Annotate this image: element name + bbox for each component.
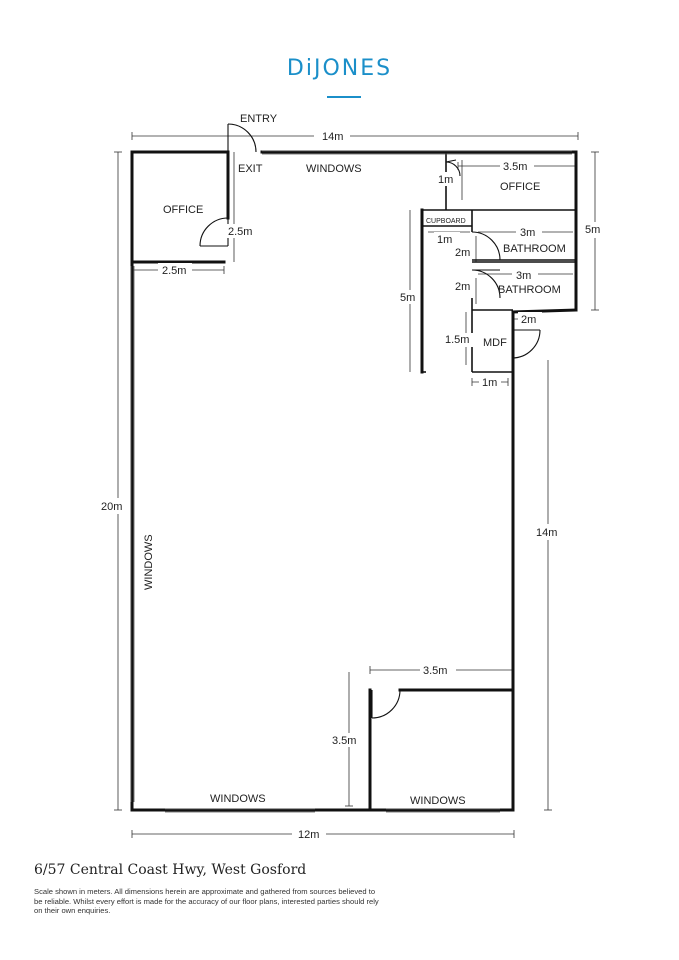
windows [130, 150, 572, 813]
dim-right-upper-height: 5m [585, 224, 600, 236]
dim-cupboard-width: 1m [437, 234, 452, 246]
dim-mdf-width: 2m [521, 314, 536, 326]
exit-label: EXIT [238, 163, 263, 175]
dim-bathroom-2-depth: 2m [455, 281, 470, 293]
dim-bottom-width: 12m [298, 829, 319, 841]
windows-top-label: WINDOWS [306, 163, 362, 175]
dimension-labels: 14m 12m 20m 14m 5m 3.5m 1m 2.5m 2.5m 1m … [100, 129, 607, 841]
office-right-label: OFFICE [500, 181, 540, 193]
walls [130, 150, 578, 812]
brand-logo: DiJONES [286, 56, 393, 81]
windows-bottom-right-label: WINDOWS [410, 795, 466, 807]
bathroom-1-label: BATHROOM [503, 243, 566, 255]
entry-label: ENTRY [240, 113, 278, 125]
windows-left-label: WINDOWS [143, 534, 155, 590]
windows-bottom-left-label: WINDOWS [210, 793, 266, 805]
dim-top-width: 14m [322, 131, 343, 143]
dim-small-room-height: 3.5m [332, 735, 356, 747]
dim-office-depth: 1m [438, 174, 453, 186]
brand-underline [327, 96, 361, 98]
dim-office-width: 3.5m [503, 161, 527, 173]
dim-bathroom-1-depth: 2m [455, 247, 470, 259]
cupboard-label: CUPBOARD [426, 218, 466, 225]
dim-wetarea-height: 5m [400, 292, 415, 304]
dim-right-lower-height: 14m [536, 527, 557, 539]
dim-left-height: 20m [101, 501, 122, 513]
office-left-label: OFFICE [163, 204, 203, 216]
property-address: 6/57 Central Coast Hwy, West Gosford [34, 862, 307, 878]
bathroom-2-label: BATHROOM [498, 284, 561, 296]
dim-mdf-depth: 1m [482, 377, 497, 389]
dim-mdf-height: 1.5m [445, 334, 469, 346]
dim-left-office-height: 2.5m [228, 226, 252, 238]
disclaimer-text: Scale shown in meters. All dimensions he… [34, 887, 379, 916]
dim-bathroom-1-width: 3m [520, 227, 535, 239]
mdf-label: MDF [483, 337, 507, 349]
dim-bathroom-2-width: 3m [516, 270, 531, 282]
dim-small-room-width: 3.5m [423, 665, 447, 677]
doors [199, 123, 541, 719]
dim-left-office-width: 2.5m [162, 265, 186, 277]
